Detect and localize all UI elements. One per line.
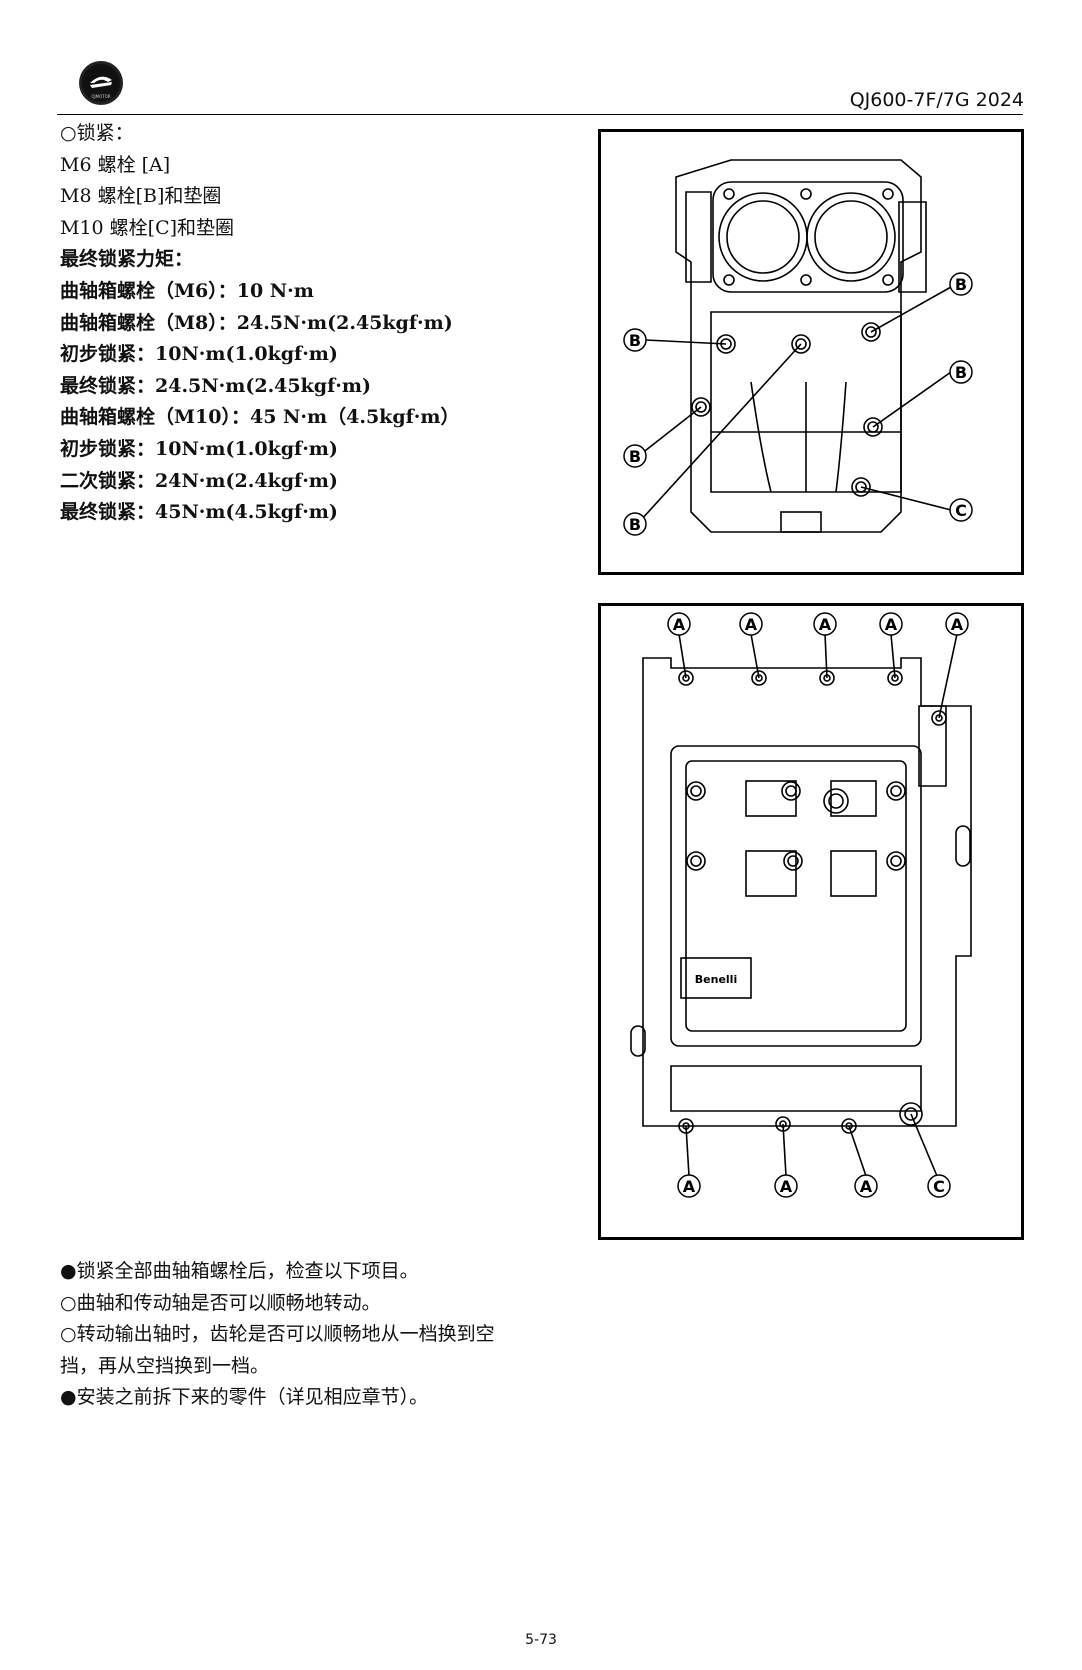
- benelli-stamp: Benelli: [695, 973, 737, 986]
- note-line: ●锁紧全部曲轴箱螺栓后，检查以下项目。: [60, 1260, 419, 1282]
- callout-label: B: [629, 447, 641, 466]
- spec-line: 最终锁紧：45N·m(4.5kgf·m): [60, 501, 338, 524]
- callout-label: A: [819, 615, 832, 634]
- note-line: ●安装之前拆下来的零件（详见相应章节）。: [60, 1386, 429, 1408]
- crankcase-upper-figure: B B B B B C: [598, 129, 1024, 575]
- callout-b-1: [949, 272, 973, 296]
- callout-a-bottom-1: [677, 1174, 701, 1198]
- note-line: ○曲轴和传动轴是否可以顺畅地转动。: [60, 1291, 381, 1314]
- spec-line: 曲轴箱螺栓（M10）：45 N·m（4.5kgf·m）: [60, 406, 460, 429]
- spec-line: ○锁紧：: [60, 122, 134, 144]
- callout-a-top-4: [879, 612, 903, 636]
- logo-text: QJMOTOR: [91, 94, 111, 99]
- callout-label: A: [780, 1177, 793, 1196]
- brand-logo: QJMOTOR: [78, 60, 124, 106]
- check-notes: ●锁紧全部曲轴箱螺栓后，检查以下项目。 ○曲轴和传动轴是否可以顺畅地转动。 ○转…: [60, 1256, 580, 1414]
- callout-a-bottom-3: [854, 1174, 878, 1198]
- spec-line: 最终锁紧：24.5N·m(2.45kgf·m): [60, 374, 371, 397]
- spec-line: M10 螺栓[C]和垫圈: [60, 216, 235, 239]
- spec-line: 最终锁紧力矩：: [60, 248, 194, 271]
- callout-b-3: [949, 360, 973, 384]
- callout-label: B: [955, 275, 967, 294]
- callout-label: C: [955, 501, 967, 520]
- header-divider: [57, 114, 1023, 115]
- callout-a-top-2: [739, 612, 763, 636]
- callout-label: B: [629, 515, 641, 534]
- callout-a-top-3: [813, 612, 837, 636]
- crankcase-lower-figure: A A A A A A A A C Benelli: [598, 603, 1024, 1240]
- spec-line: 二次锁紧：24N·m(2.4kgf·m): [60, 469, 338, 492]
- callout-label: A: [745, 615, 758, 634]
- note-line: ○转动输出轴时，齿轮是否可以顺畅地从一档换到空: [60, 1323, 495, 1345]
- callout-label: B: [955, 363, 967, 382]
- model-title: QJ600-7F/7G 2024: [849, 89, 1024, 111]
- callout-a-bottom-2: [774, 1174, 798, 1198]
- callout-b-4: [623, 444, 647, 468]
- callout-label: A: [860, 1177, 873, 1196]
- callout-c-bottom: [927, 1174, 951, 1198]
- callout-label: C: [933, 1177, 945, 1196]
- spec-line: 曲轴箱螺栓（M8）：24.5N·m(2.45kgf·m): [60, 311, 453, 334]
- note-line: 挡，再从空挡换到一档。: [60, 1354, 270, 1377]
- page-number: 5-73: [525, 1632, 557, 1648]
- callout-b-2: [623, 328, 647, 352]
- callout-a-top-5: [945, 612, 969, 636]
- callout-label: A: [885, 615, 898, 634]
- spec-line: M8 螺栓[B]和垫圈: [60, 185, 222, 208]
- spec-line: 初步锁紧：10N·m(1.0kgf·m): [60, 437, 338, 460]
- callout-label: B: [629, 331, 641, 350]
- callout-b-5: [623, 512, 647, 536]
- spec-line: 曲轴箱螺栓（M6）：10 N·m: [60, 279, 314, 302]
- callout-label: A: [951, 615, 964, 634]
- spec-line: M6 螺栓 [A]: [60, 153, 171, 176]
- callout-label: A: [673, 615, 686, 634]
- torque-spec-block: ○锁紧： M6 螺栓 [A] M8 螺栓[B]和垫圈 M10 螺栓[C]和垫圈 …: [60, 118, 580, 529]
- callout-label: A: [683, 1177, 696, 1196]
- callout-c-1: [949, 498, 973, 522]
- callout-a-top-1: [667, 612, 691, 636]
- spec-line: 初步锁紧：10N·m(1.0kgf·m): [60, 343, 338, 366]
